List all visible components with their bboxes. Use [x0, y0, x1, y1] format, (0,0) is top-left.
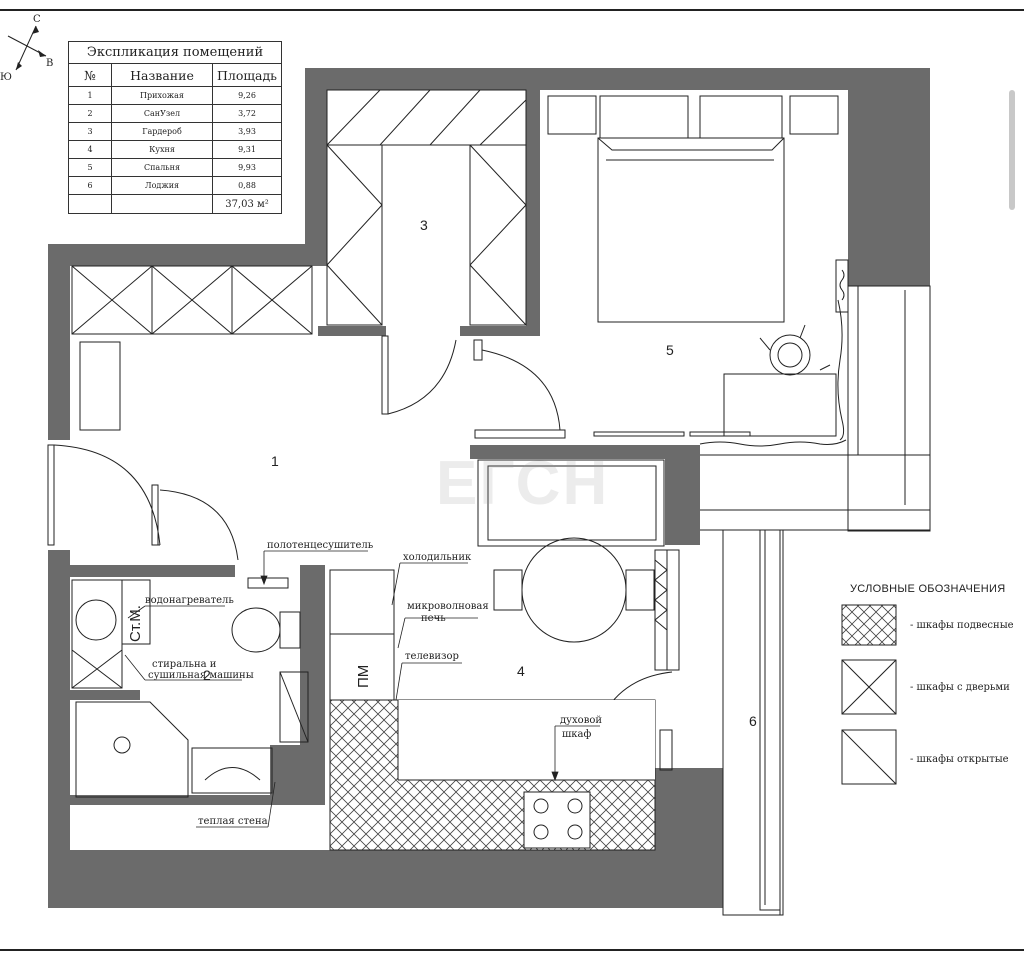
- oven-label-1: духовой: [560, 715, 602, 726]
- header-area: Площадь: [212, 63, 282, 87]
- fridge-label: холодильник: [403, 552, 472, 563]
- wardrobe-cabinets: [326, 89, 527, 326]
- row-num: 4: [68, 140, 112, 159]
- microwave-label-2: печь: [421, 613, 446, 624]
- table-title: Экспликация помещений: [68, 41, 282, 63]
- desk-and-chair: [723, 324, 837, 437]
- table-row: 6 Лоджия 0,88: [68, 176, 282, 195]
- room-explication-table: Экспликация помещений № Название Площадь…: [68, 41, 282, 214]
- radiator: [699, 259, 849, 447]
- compass-north: С: [33, 14, 41, 25]
- room-2-label: 2: [203, 667, 211, 683]
- cross-cabinet-icon: [841, 659, 897, 715]
- tv-stand: [593, 431, 751, 437]
- row-num: 5: [68, 158, 112, 177]
- wardrobe-door: [381, 335, 457, 415]
- row-name: СанУзел: [111, 104, 213, 123]
- row-name: Гардероб: [111, 122, 213, 141]
- hatched-cabinet-icon: [841, 604, 897, 646]
- room-3-label: 3: [420, 217, 428, 233]
- towel-dryer-label: полотенцесушитель: [267, 540, 374, 551]
- row-area: 3,72: [212, 104, 282, 123]
- callout-lines: [124, 550, 600, 828]
- water-heater-label: водонагреватель: [145, 595, 234, 606]
- row-num: 1: [68, 86, 112, 105]
- bedroom-window-wall: [700, 285, 931, 532]
- dining-table: [493, 537, 655, 643]
- kitchen-floor-clear: [398, 700, 655, 780]
- room-1-label: 1: [271, 453, 279, 469]
- total-area: 37,03 м²: [212, 194, 282, 214]
- diagonal-cabinet-icon: [841, 729, 897, 785]
- total-blank: [111, 194, 213, 214]
- row-num: 2: [68, 104, 112, 123]
- stm-label: Ст.М.: [127, 605, 144, 642]
- table-row: 5 Спальня 9,93: [68, 158, 282, 177]
- washer-label-2: сушильная машины: [148, 670, 254, 681]
- row-area: 9,26: [212, 86, 282, 105]
- row-name: Прихожая: [111, 86, 213, 105]
- microwave-label-1: микроволновая: [407, 601, 489, 612]
- table-row: 2 СанУзел 3,72: [68, 104, 282, 123]
- tv-label: телевизор: [405, 651, 459, 662]
- bathroom-fixtures: [71, 577, 309, 798]
- table-total-row: 37,03 м²: [68, 194, 282, 214]
- compass-east: В: [46, 58, 53, 69]
- washer-label-1: стиральна и: [152, 659, 217, 670]
- loggia: [722, 529, 784, 916]
- table-row: 4 Кухня 9,31: [68, 140, 282, 159]
- total-blank: [68, 194, 112, 214]
- hall-cabinets: [71, 265, 313, 431]
- bedroom-door: [473, 339, 566, 439]
- row-num: 3: [68, 122, 112, 141]
- scrollbar-thumb[interactable]: [1009, 90, 1015, 210]
- row-area: 3,93: [212, 122, 282, 141]
- symbol-label-open: - шкафы открытые: [910, 754, 1009, 765]
- compass-south: Ю: [0, 72, 12, 83]
- room-5-label: 5: [666, 342, 674, 358]
- row-name: Кухня: [111, 140, 213, 159]
- symbols-title: УСЛОВНЫЕ ОБОЗНАЧЕНИЯ: [850, 583, 1006, 595]
- row-num: 6: [68, 176, 112, 195]
- watermark: ЕГСН: [436, 449, 610, 518]
- bed: [547, 95, 839, 323]
- row-name: Спальня: [111, 158, 213, 177]
- walls: [48, 68, 930, 908]
- table-row: 1 Прихожая 9,26: [68, 86, 282, 105]
- row-area: 9,31: [212, 140, 282, 159]
- row-area: 9,93: [212, 158, 282, 177]
- symbol-label-doors: - шкафы с дверьми: [910, 682, 1010, 693]
- room-6-label: 6: [749, 713, 757, 729]
- table-header-row: № Название Площадь: [68, 63, 282, 87]
- compass-icon: [7, 25, 47, 71]
- oven-label-2: шкаф: [562, 729, 592, 740]
- room-4-label: 4: [517, 663, 525, 679]
- warm-wall-label: теплая стена: [198, 816, 268, 827]
- cooktop: [523, 791, 591, 849]
- row-area: 0,88: [212, 176, 282, 195]
- sofa: [477, 459, 665, 547]
- row-name: Лоджия: [111, 176, 213, 195]
- entrance-door: [47, 444, 239, 561]
- symbol-label-hanging: - шкафы подвесные: [910, 620, 1014, 631]
- pm-label: ПМ: [355, 665, 372, 688]
- header-num: №: [68, 63, 112, 87]
- header-name: Название: [111, 63, 213, 87]
- table-row: 3 Гардероб 3,93: [68, 122, 282, 141]
